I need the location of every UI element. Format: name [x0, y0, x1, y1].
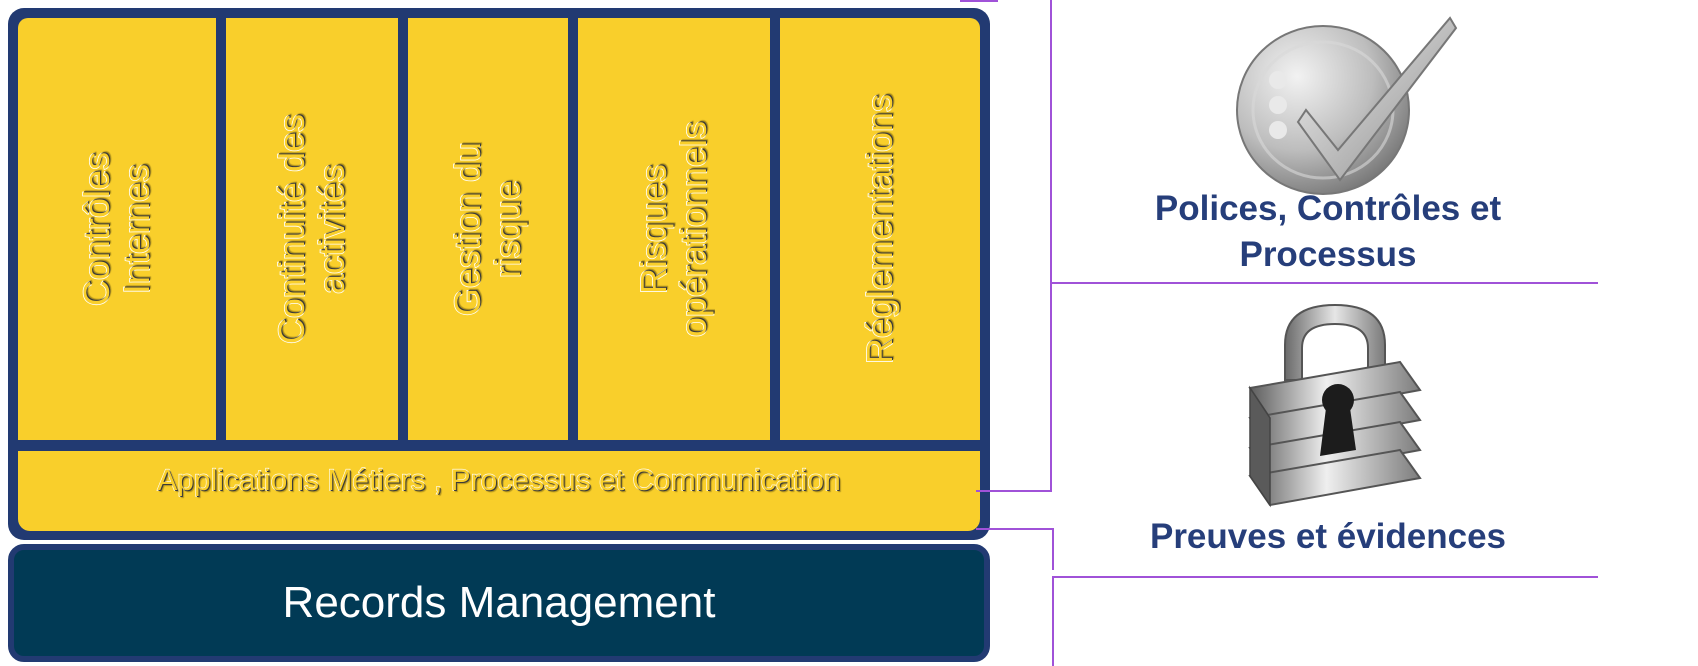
bracket-line	[1052, 576, 1054, 666]
bracket-line	[1052, 528, 1054, 570]
checkmark-badge-icon	[1236, 16, 1458, 195]
column-continuite: Continuité des activités	[226, 18, 398, 440]
column-label: Contrôles Internes	[75, 151, 158, 307]
column-gestion-risque: Gestion du risque	[408, 18, 568, 440]
bracket-line	[976, 490, 1052, 492]
records-label: Records Management	[282, 578, 716, 627]
applications-label: Applications Métiers , Processus et Comm…	[157, 463, 842, 497]
evidence-label: Preuves et évidences	[1149, 517, 1507, 556]
column-risques-operationnels: Risques opérationnels	[578, 18, 770, 440]
column-label: Réglementations	[858, 93, 901, 365]
bracket-line	[1050, 0, 1052, 490]
bracket-line	[960, 0, 998, 2]
column-label: Continuité des activités	[270, 113, 353, 345]
padlock-icon	[1248, 303, 1422, 508]
policies-label: Polices, Contrôles et Processus	[1108, 186, 1548, 278]
applications-bar: Applications Métiers , Processus et Comm…	[18, 451, 980, 531]
divider-line	[1052, 576, 1598, 578]
column-reglementations: Réglementations	[780, 18, 980, 440]
records-management-box: Records Management	[8, 544, 990, 662]
compliance-framework-box: Contrôles Internes Continuité des activi…	[8, 8, 990, 540]
policies-label-line2: Processus	[1239, 235, 1417, 274]
bracket-line	[976, 528, 1054, 530]
divider-line	[1050, 282, 1598, 284]
column-label: Risques opérationnels	[632, 120, 715, 338]
column-label: Gestion du risque	[446, 141, 529, 317]
policies-label-line1: Polices, Contrôles et	[1154, 189, 1502, 228]
column-controles-internes: Contrôles Internes	[18, 18, 216, 440]
